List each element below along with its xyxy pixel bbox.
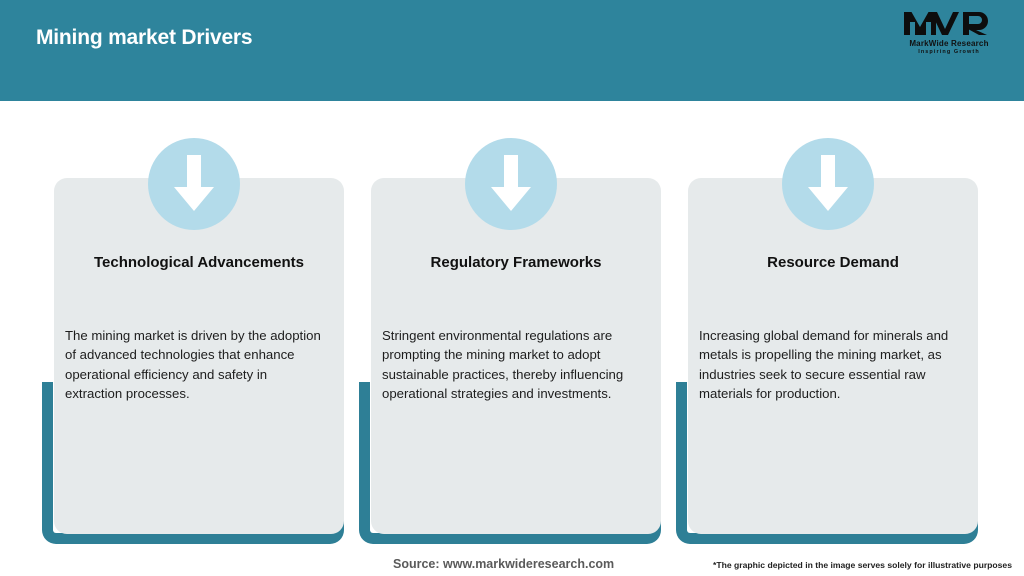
markwide-research-logo: MarkWide Research Inspiring Growth	[894, 8, 1004, 62]
arrow-down-glyph	[491, 155, 531, 211]
driver-card-2[interactable]: Regulatory Frameworks Stringent environm…	[349, 0, 673, 576]
header-bar: Mining market Drivers MarkWide Research …	[0, 0, 1024, 101]
card-title: Resource Demand	[767, 254, 899, 271]
driver-card-3[interactable]: Resource Demand Increasing global demand…	[666, 0, 990, 576]
arrow-down-glyph	[808, 155, 848, 211]
arrow-down-icon	[782, 138, 874, 230]
card-body-text: The mining market is driven by the adopt…	[65, 328, 321, 402]
card-title: Regulatory Frameworks	[430, 254, 602, 271]
driver-card-1[interactable]: Technological Advancements The mining ma…	[32, 0, 356, 576]
source-label: Source: www.markwideresearch.com	[393, 557, 615, 571]
card-body-text: Stringent environmental regulations are …	[382, 328, 624, 402]
card-panel: Regulatory Frameworks Stringent environm…	[371, 178, 661, 534]
card-body-text: Increasing global demand for minerals an…	[699, 328, 949, 402]
card-panel: Technological Advancements The mining ma…	[54, 178, 344, 534]
arrow-down-icon	[465, 138, 557, 230]
disclaimer-label: *The graphic depicted in the image serve…	[713, 560, 1012, 570]
arrow-down-icon	[148, 138, 240, 230]
page-title: Mining market Drivers	[36, 26, 253, 49]
card-panel: Resource Demand Increasing global demand…	[688, 178, 978, 534]
mwr-logo-icon	[904, 12, 988, 35]
logo-company-name: MarkWide Research	[909, 39, 989, 48]
logo-tagline: Inspiring Growth	[918, 49, 980, 55]
arrow-down-glyph	[174, 155, 214, 211]
card-title: Technological Advancements	[93, 254, 305, 271]
